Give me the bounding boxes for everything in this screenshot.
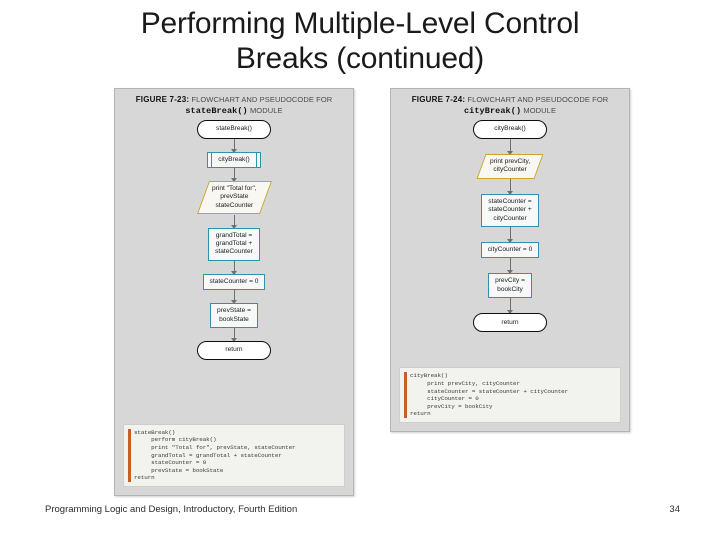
pseudocode-text: cityBreak() print prevCity, cityCounter … <box>410 372 569 418</box>
flow-node-terminal: return <box>197 341 271 361</box>
flow-node-process: prevCity =bookCity <box>488 273 532 299</box>
flow-node-label: cityCounter = 0 <box>487 246 533 254</box>
figure-caption-module-name: stateBreak() <box>185 105 248 116</box>
flow-node-label: cityBreak() <box>218 156 250 163</box>
footer-source: Programming Logic and Design, Introducto… <box>45 504 298 515</box>
figure-caption-text-2: MODULE <box>523 105 557 115</box>
figure-caption-7-23: FIGURE 7-23: FLOWCHART AND PSEUDOCODE FO… <box>115 89 353 118</box>
flow-node-terminal: stateBreak() <box>197 120 271 139</box>
flow-node-label: return <box>225 346 243 354</box>
figure-caption-7-24: FIGURE 7-24: FLOWCHART AND PSEUDOCODE FO… <box>391 89 629 118</box>
figure-caption-text-1: FLOWCHART AND PSEUDOCODE FOR <box>191 95 333 104</box>
flow-node-label: stateCounter =stateCounter +cityCounter <box>488 197 532 222</box>
flow-connector-arrow <box>231 168 237 183</box>
flowchart-state-break: stateBreak() cityBreak() print "Total for"… <box>115 118 353 361</box>
flow-node-process: grandTotal =grandTotal +stateCounter <box>208 227 260 261</box>
flow-node-label: stateBreak() <box>216 125 252 133</box>
figure-number: FIGURE 7-23: <box>135 95 190 104</box>
flow-node-terminal: cityBreak() <box>473 120 547 139</box>
flow-node-label: cityBreak() <box>494 125 526 133</box>
flow-node-label: stateCounter = 0 <box>209 277 259 285</box>
figure-panel-7-24: FIGURE 7-24: FLOWCHART AND PSEUDOCODE FO… <box>390 88 630 432</box>
flow-node-module: cityBreak() <box>207 152 261 169</box>
flow-node-terminal: return <box>473 313 547 333</box>
flow-connector-arrow <box>507 258 513 275</box>
flow-node-label: return <box>501 318 519 326</box>
footer-page-number: 34 <box>669 504 680 515</box>
flow-connector-arrow <box>231 214 237 229</box>
flow-node-label: print prevCity,cityCounter <box>489 158 531 174</box>
flow-node-process: stateCounter = 0 <box>202 273 266 291</box>
flow-connector-arrow <box>231 328 237 343</box>
figure-panel-7-23: FIGURE 7-23: FLOWCHART AND PSEUDOCODE FO… <box>114 88 354 496</box>
pseudocode-text: stateBreak() perform cityBreak() print "… <box>134 428 296 482</box>
pseudocode-block-city-break: cityBreak() print prevCity, cityCounter … <box>399 367 621 423</box>
flow-node-label: prevState =bookState <box>217 307 251 323</box>
figure-number: FIGURE 7-24: <box>411 95 466 104</box>
flow-connector-arrow <box>231 260 237 275</box>
flow-connector-arrow <box>507 178 513 195</box>
flow-node-label: prevCity =bookCity <box>495 277 525 293</box>
flow-node-output: print prevCity,cityCounter <box>476 154 544 179</box>
flow-node-label: grandTotal =grandTotal +stateCounter <box>215 231 253 256</box>
page-title-line-2: Breaks (continued) <box>235 42 485 75</box>
figure-caption-text-2: MODULE <box>249 105 283 115</box>
flow-connector-arrow <box>231 139 237 153</box>
flow-connector-arrow <box>507 227 513 244</box>
page-title-line-1: Performing Multiple-Level Control <box>140 7 580 40</box>
pseudocode-block-state-break: stateBreak() perform cityBreak() print "… <box>123 423 345 487</box>
figure-caption-text-1: FLOWCHART AND PSEUDOCODE FOR <box>467 95 609 104</box>
flow-connector-arrow <box>507 298 513 315</box>
flow-node-process: cityCounter = 0 <box>480 242 540 259</box>
flow-node-process: prevState =bookState <box>210 303 258 329</box>
page-title: Performing Multiple-Level Control Breaks… <box>0 6 720 76</box>
flow-connector-arrow <box>231 290 237 305</box>
flow-node-process: stateCounter =stateCounter +cityCounter <box>481 193 539 228</box>
figure-caption-module-name: cityBreak() <box>463 105 522 116</box>
flowchart-city-break: cityBreak() print prevCity,cityCounter sta… <box>391 118 629 333</box>
flow-connector-arrow <box>507 139 513 155</box>
